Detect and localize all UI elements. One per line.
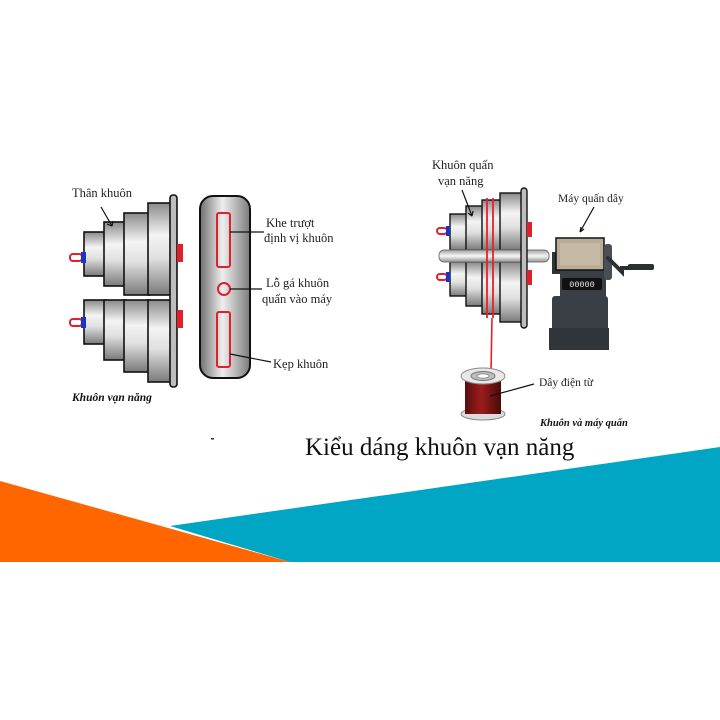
slide-title: Kiểu dáng khuôn vạn năng bbox=[305, 434, 575, 461]
teal-banner-shape bbox=[170, 447, 720, 562]
caption-universal-mold: Khuôn vạn năng bbox=[72, 392, 152, 404]
mold-pin bbox=[177, 244, 183, 262]
label-universal-mold-line1: Khuôn quấn bbox=[432, 158, 494, 172]
mold-bottom-block bbox=[69, 299, 172, 383]
label-slide-slot-line1: Khe trượt bbox=[266, 216, 315, 230]
turn-counter bbox=[562, 278, 602, 290]
universal-mold-left bbox=[69, 194, 183, 388]
turn-counter-digits: 00000 bbox=[569, 280, 595, 290]
slide-slot bbox=[216, 212, 231, 268]
mold-backing-plate bbox=[520, 187, 528, 329]
stray-dot bbox=[211, 438, 214, 440]
mold-pin bbox=[177, 310, 183, 328]
machine-shaft bbox=[438, 249, 550, 263]
label-mount-hole-line1: Lỗ gá khuôn bbox=[266, 276, 330, 290]
wire-spool bbox=[460, 367, 506, 421]
caption-mold-and-machine: Khuôn và máy quấn bbox=[540, 418, 628, 429]
orange-banner-shape bbox=[0, 481, 290, 562]
label-mount-hole-line2: quấn vào máy bbox=[262, 292, 333, 306]
left-leader-lines bbox=[100, 206, 272, 363]
label-winding-machine: Máy quấn dây bbox=[558, 193, 624, 205]
label-slide-slot-line2: định vị khuôn bbox=[264, 231, 334, 245]
label-universal-mold-line2: vạn năng bbox=[438, 174, 484, 188]
mold-backing-plate bbox=[169, 194, 178, 388]
clamp-plate bbox=[199, 195, 251, 379]
magnet-wire-strand bbox=[486, 198, 494, 373]
winding-machine: 00000 bbox=[549, 237, 654, 350]
label-magnet-wire: Dây điện từ bbox=[539, 377, 594, 389]
label-mold-body: Thân khuôn bbox=[72, 186, 133, 200]
label-clamp: Kẹp khuôn bbox=[273, 357, 329, 371]
mold-top-block bbox=[69, 202, 172, 296]
right-leader-lines bbox=[461, 189, 595, 397]
clamp-slot bbox=[216, 311, 231, 368]
universal-mold-right bbox=[436, 187, 550, 329]
